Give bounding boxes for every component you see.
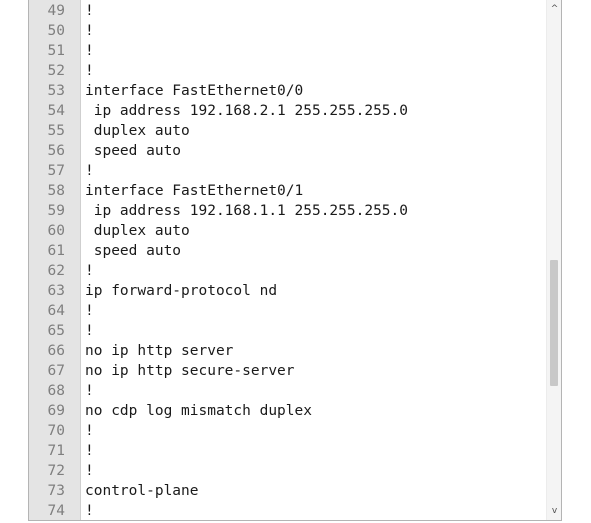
line-number: 67 — [47, 363, 65, 379]
line-text[interactable]: ! — [85, 383, 94, 399]
code-line[interactable]: 63 ip forward-protocol nd — [29, 281, 549, 301]
line-number: 64 — [47, 303, 65, 319]
line-number-gutter — [29, 0, 81, 520]
line-number: 69 — [47, 403, 65, 419]
code-editor[interactable]: 49! 50! 51! 52! 53 interface FastEthernet… — [28, 0, 562, 521]
line-number: 65 — [47, 323, 65, 339]
code-line[interactable]: 71! — [29, 441, 549, 461]
line-text[interactable]: duplex auto — [85, 123, 190, 139]
line-text[interactable]: no ip http server — [85, 343, 234, 359]
line-text[interactable]: speed auto — [85, 143, 182, 159]
line-number: 71 — [47, 443, 65, 459]
line-text[interactable]: ! — [85, 503, 94, 519]
vertical-scrollbar[interactable]: ^ v — [546, 0, 561, 520]
code-line[interactable]: 61 speed auto — [29, 241, 549, 261]
code-lines[interactable]: 49! 50! 51! 52! 53 interface FastEthernet… — [29, 1, 549, 520]
code-line[interactable]: 57! — [29, 161, 549, 181]
code-line[interactable]: 67 no ip http secure-server — [29, 361, 549, 381]
line-number: 66 — [47, 343, 65, 359]
line-number: 72 — [47, 463, 65, 479]
code-line[interactable]: 53 interface FastEthernet0/0 — [29, 81, 549, 101]
code-line[interactable]: 49! — [29, 1, 549, 21]
line-text[interactable]: ip address 192.168.2.1 255.255.255.0 — [85, 103, 409, 119]
scrollbar-thumb[interactable] — [550, 260, 558, 386]
code-line[interactable]: 69 no cdp log mismatch duplex — [29, 401, 549, 421]
line-number: 60 — [47, 223, 65, 239]
code-line[interactable]: 64! — [29, 301, 549, 321]
line-text[interactable]: interface FastEthernet0/0 — [85, 83, 304, 99]
line-number: 49 — [47, 3, 65, 19]
code-line[interactable]: 60 duplex auto — [29, 221, 549, 241]
line-number: 74 — [47, 503, 65, 519]
line-text[interactable]: interface FastEthernet0/1 — [85, 183, 304, 199]
code-line[interactable]: 74! — [29, 501, 549, 520]
line-text[interactable]: ! — [85, 423, 94, 439]
line-number: 50 — [47, 23, 65, 39]
line-number: 73 — [47, 483, 65, 499]
line-text[interactable]: ip address 192.168.1.1 255.255.255.0 — [85, 203, 409, 219]
code-line[interactable]: 62! — [29, 261, 549, 281]
code-line[interactable]: 65! — [29, 321, 549, 341]
chevron-down-icon[interactable]: v — [551, 506, 558, 516]
line-text[interactable]: no ip http secure-server — [85, 363, 295, 379]
code-line[interactable]: 70! — [29, 421, 549, 441]
line-number: 63 — [47, 283, 65, 299]
code-line[interactable]: 51! — [29, 41, 549, 61]
line-number: 52 — [47, 63, 65, 79]
code-line[interactable]: 66 no ip http server — [29, 341, 549, 361]
line-text[interactable]: duplex auto — [85, 223, 190, 239]
line-text[interactable]: ! — [85, 443, 94, 459]
line-number: 59 — [47, 203, 65, 219]
line-number: 51 — [47, 43, 65, 59]
line-text[interactable]: ! — [85, 323, 94, 339]
chevron-up-icon[interactable]: ^ — [550, 4, 559, 14]
line-text[interactable]: ! — [85, 63, 94, 79]
line-text[interactable]: no cdp log mismatch duplex — [85, 403, 312, 419]
line-number: 58 — [47, 183, 65, 199]
code-line[interactable]: 59 ip address 192.168.1.1 255.255.255.0 — [29, 201, 549, 221]
code-line[interactable]: 58 interface FastEthernet0/1 — [29, 181, 549, 201]
line-text[interactable]: ! — [85, 43, 94, 59]
line-number: 70 — [47, 423, 65, 439]
line-text[interactable]: speed auto — [85, 243, 182, 259]
line-text[interactable]: ! — [85, 263, 94, 279]
line-text[interactable]: ! — [85, 163, 94, 179]
line-text[interactable]: control-plane — [85, 483, 199, 499]
code-line[interactable]: 52! — [29, 61, 549, 81]
line-text[interactable]: ip forward-protocol nd — [85, 283, 278, 299]
code-line[interactable]: 72! — [29, 461, 549, 481]
code-line[interactable]: 50! — [29, 21, 549, 41]
line-number: 53 — [47, 83, 65, 99]
line-number: 56 — [47, 143, 65, 159]
line-number: 61 — [47, 243, 65, 259]
line-number: 62 — [47, 263, 65, 279]
line-number: 54 — [47, 103, 65, 119]
code-line[interactable]: 73 control-plane — [29, 481, 549, 501]
code-line[interactable]: 55 duplex auto — [29, 121, 549, 141]
line-number: 55 — [47, 123, 65, 139]
line-text[interactable]: ! — [85, 303, 94, 319]
line-text[interactable]: ! — [85, 463, 94, 479]
code-line[interactable]: 54 ip address 192.168.2.1 255.255.255.0 — [29, 101, 549, 121]
line-text[interactable]: ! — [85, 3, 94, 19]
line-number: 57 — [47, 163, 65, 179]
code-line[interactable]: 68! — [29, 381, 549, 401]
code-line[interactable]: 56 speed auto — [29, 141, 549, 161]
line-text[interactable]: ! — [85, 23, 94, 39]
line-number: 68 — [47, 383, 65, 399]
